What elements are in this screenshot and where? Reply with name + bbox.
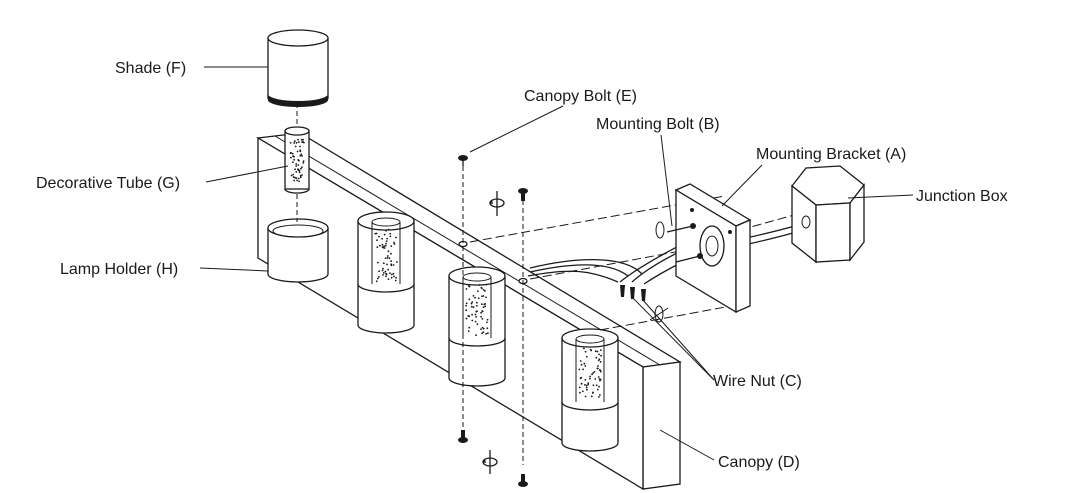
label-mounting-bracket: Mounting Bracket (A) <box>756 146 906 163</box>
label-wire-nut: Wire Nut (C) <box>713 373 802 390</box>
lamp-holder <box>267 218 329 283</box>
label-canopy: Canopy (D) <box>718 454 800 471</box>
canopy-bolt-bottom-right <box>518 474 528 487</box>
label-decorative-tube: Decorative Tube (G) <box>36 175 180 192</box>
label-mounting-bolt: Mounting Bolt (B) <box>596 116 720 133</box>
canopy-bolt-top-right <box>518 188 528 201</box>
decorative-tube <box>284 126 310 194</box>
label-canopy-bolt: Canopy Bolt (E) <box>524 88 637 105</box>
canopy-bolt-bottom-left <box>458 430 468 443</box>
wire-nuts <box>620 285 646 301</box>
assembled-lamp-3 <box>561 328 619 452</box>
canopy-bolt-top-left <box>458 155 468 166</box>
label-shade: Shade (F) <box>115 60 186 77</box>
shade <box>267 29 329 107</box>
assembled-lamp-2 <box>448 266 506 387</box>
leader-lines <box>199 66 914 461</box>
assembled-lamp-1 <box>357 211 415 334</box>
junction-box <box>791 165 865 264</box>
rotate-symbol-bottom <box>482 450 498 474</box>
label-lamp-holder: Lamp Holder (H) <box>60 261 178 278</box>
mounting-bracket <box>674 183 752 314</box>
label-junction-box: Junction Box <box>916 188 1008 205</box>
rotate-symbol-top <box>489 191 505 216</box>
